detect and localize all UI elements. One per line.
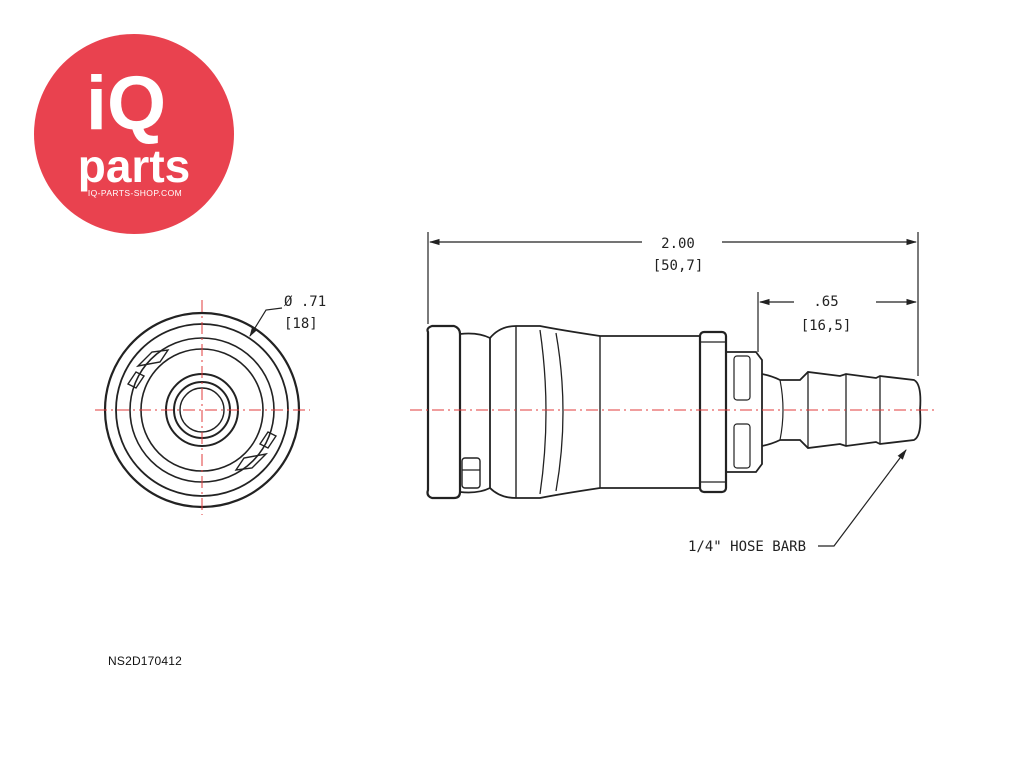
end-view-centerlines: [95, 300, 310, 515]
diameter-metric: [18]: [284, 316, 318, 332]
logo-bottom-text: parts: [78, 140, 190, 192]
diameter-label: Ø .71: [284, 294, 326, 310]
barb-length-label: .65: [813, 294, 838, 310]
hose-barb-callout: 1/4" HOSE BARB: [688, 539, 806, 555]
overall-length-dimension: [427, 232, 919, 376]
overall-length-metric: [50,7]: [653, 258, 704, 274]
iq-parts-logo: iQ parts IQ-PARTS-SHOP.COM: [34, 34, 234, 234]
hose-barb-leader: [818, 449, 907, 547]
logo-url-text: IQ-PARTS-SHOP.COM: [88, 188, 182, 198]
overall-length-label: 2.00: [661, 236, 695, 252]
part-number: NS2D170412: [108, 654, 183, 668]
side-view: [426, 324, 922, 500]
diameter-leader: [249, 307, 283, 337]
barb-length-dimension: [757, 292, 918, 352]
barb-length-metric: [16,5]: [801, 318, 852, 334]
logo-top-text: iQ: [86, 61, 166, 146]
